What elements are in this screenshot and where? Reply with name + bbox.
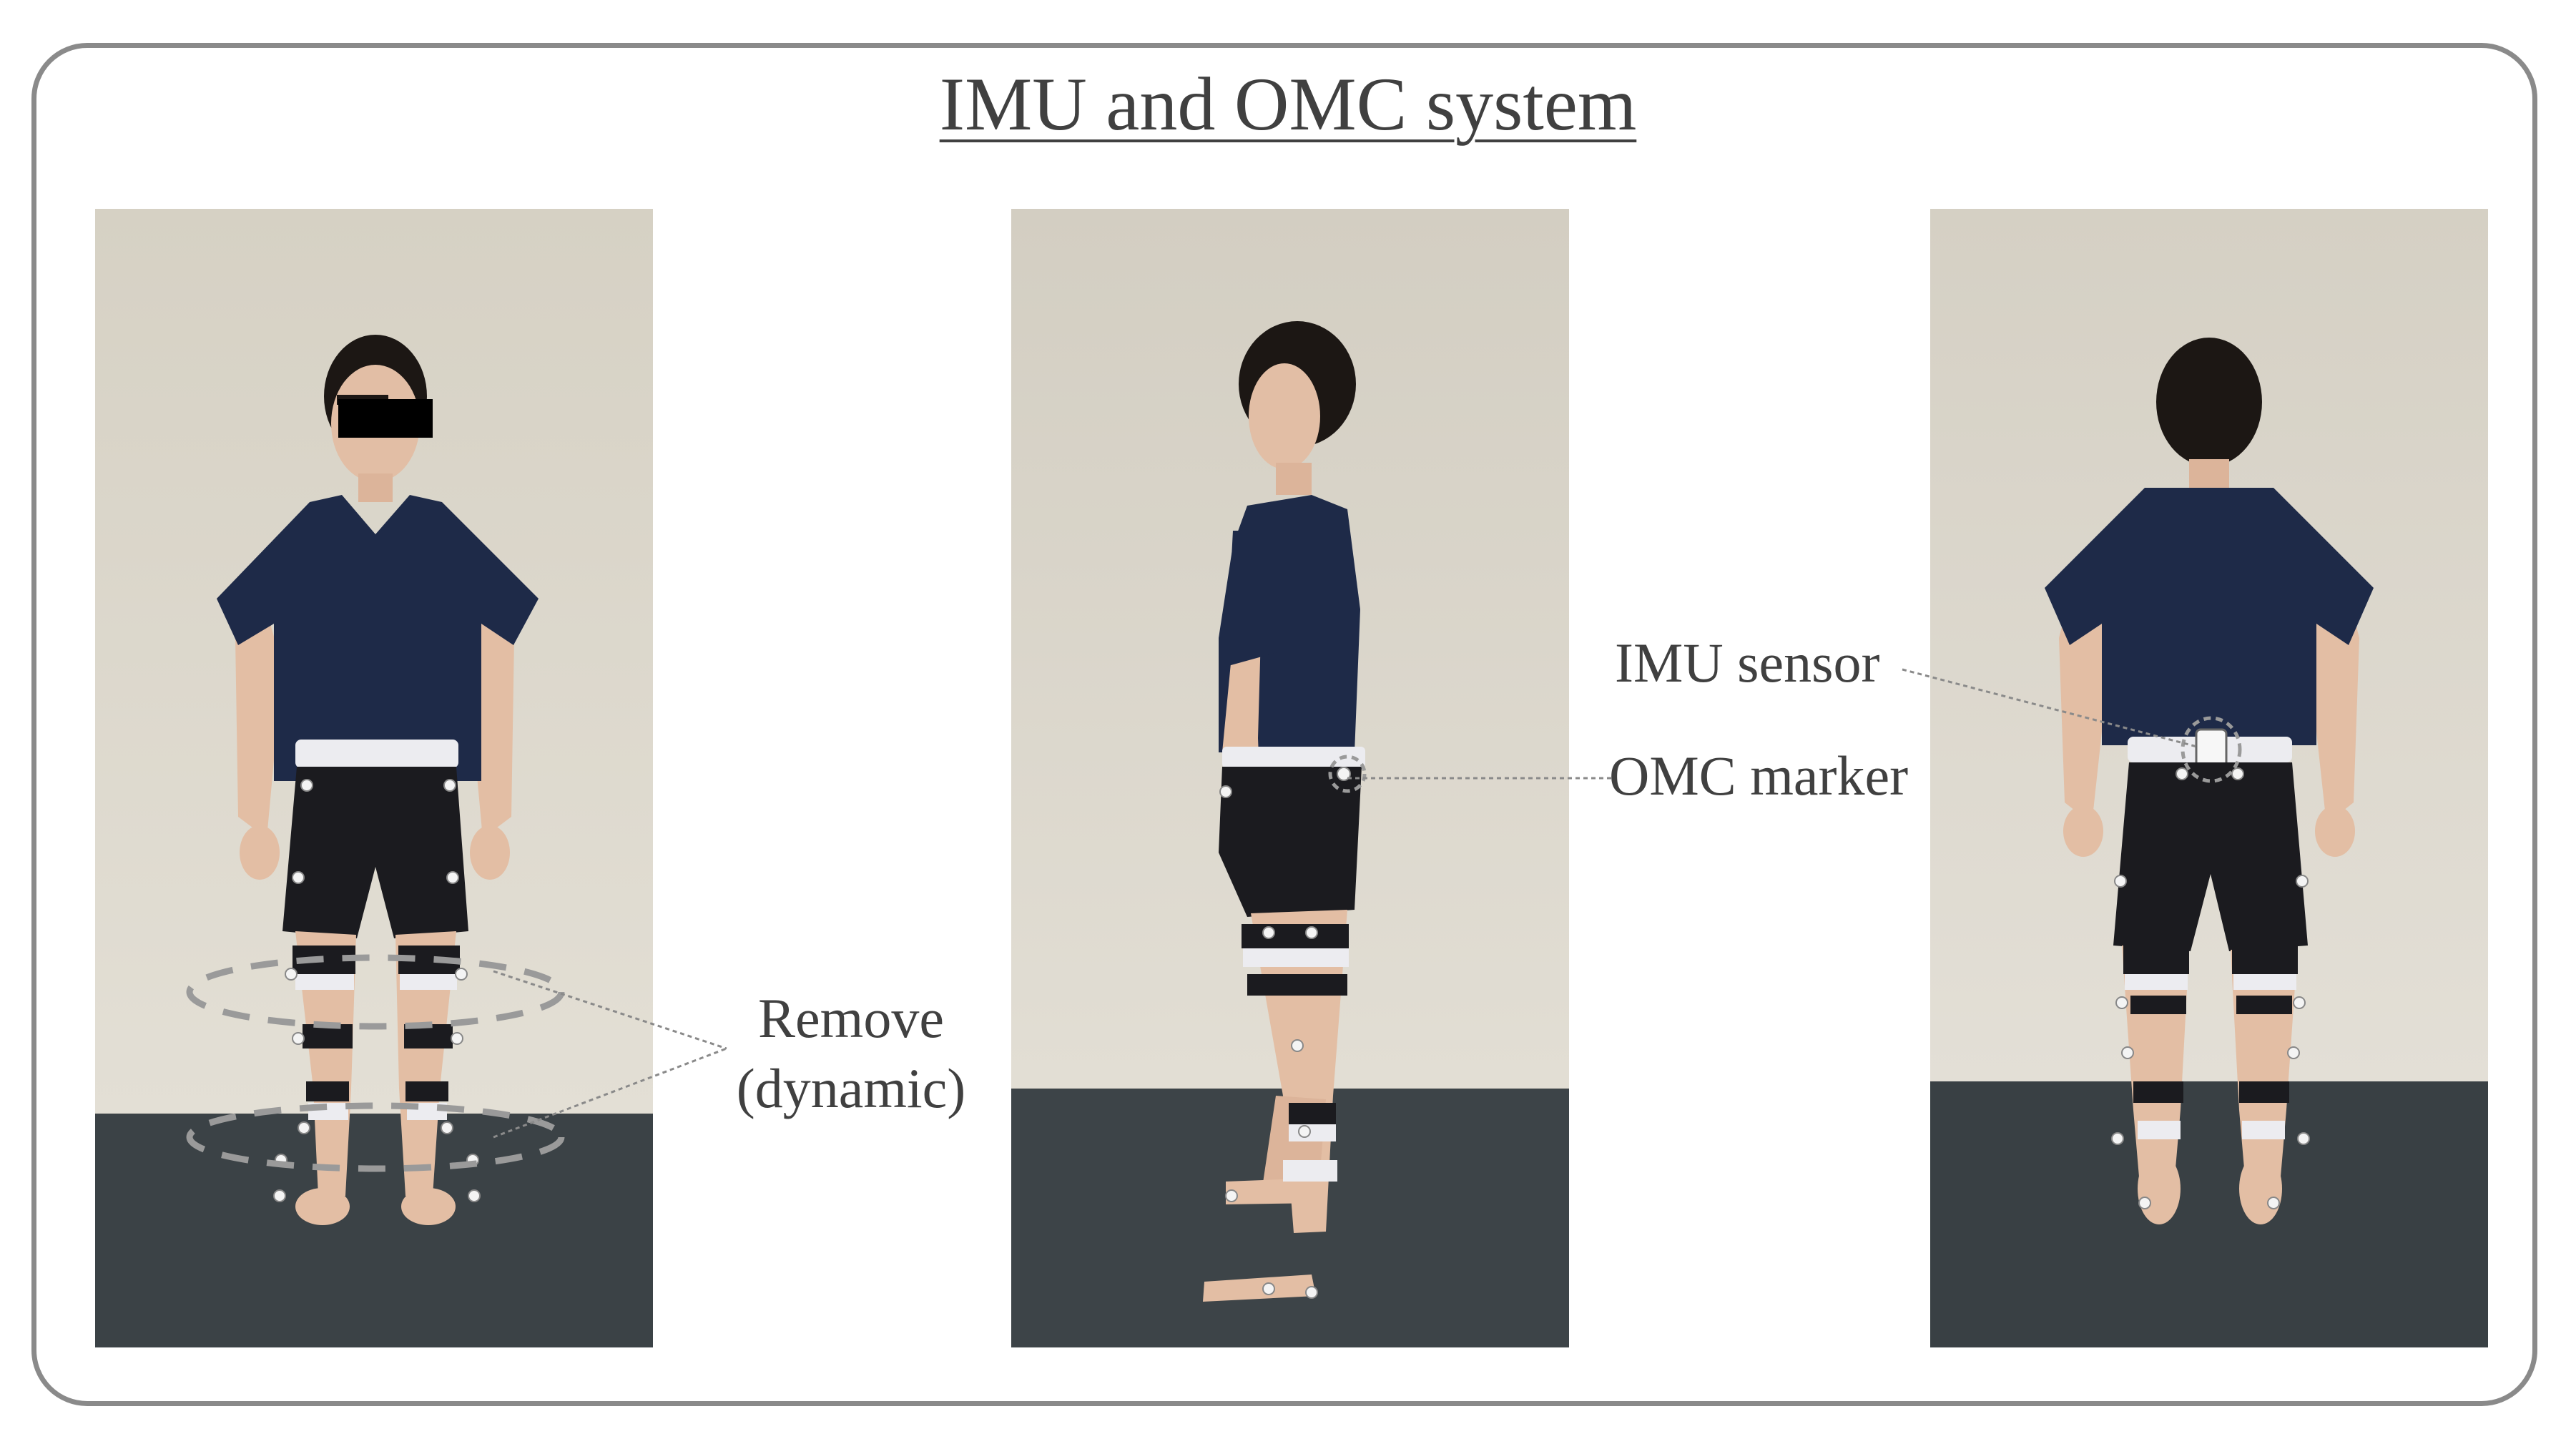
figure-title: IMU and OMC system [939, 62, 1637, 146]
back-view-photo [1930, 209, 2488, 1347]
remove-annotation-label: Remove (dynamic) [722, 983, 980, 1123]
omc-marker-highlight [1328, 755, 1367, 793]
omc-marker-label: OMC marker [1609, 745, 1909, 807]
remove-region-upper [186, 954, 565, 1030]
remove-region-lower [186, 1102, 565, 1172]
imu-sensor-highlight [2181, 716, 2242, 783]
remove-label-line2: (dynamic) [736, 1056, 966, 1119]
remove-label-line1: Remove [758, 987, 944, 1049]
imu-sensor-label: IMU sensor [1615, 632, 1880, 694]
face-redaction-bar [338, 399, 433, 438]
front-view-photo [95, 209, 653, 1347]
side-view-photo [1011, 209, 1569, 1347]
